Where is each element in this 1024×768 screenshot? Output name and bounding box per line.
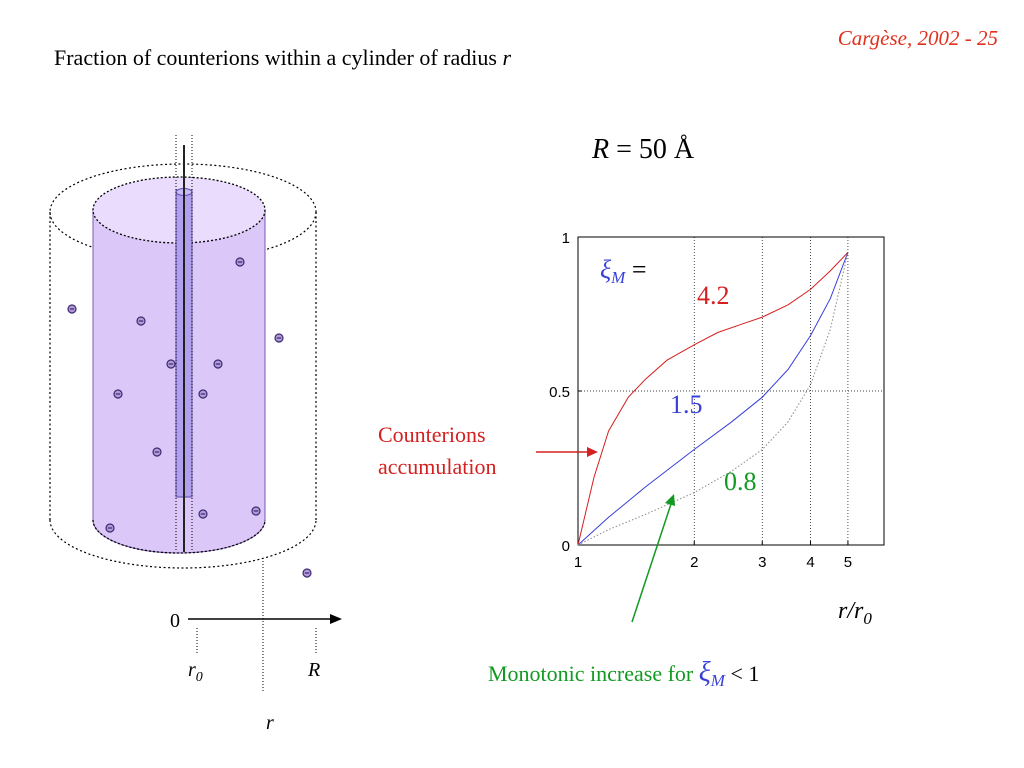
counterion [274, 333, 284, 343]
axis-ticks: 1 2 3 4 5 0 0.5 1 [549, 230, 852, 571]
series-line-4-2 [577, 252, 849, 546]
counterion [198, 509, 208, 519]
monotonic-text: Monotonic increase for [488, 661, 699, 686]
outer-cylinder-bottom [49, 519, 317, 569]
series-label-4-2: 4.2 [697, 281, 730, 310]
monotonic-arrowhead [665, 494, 675, 506]
outer-cylinder-sides [49, 212, 317, 520]
x-axis-label-main: r/r [838, 598, 864, 624]
slide-header: Cargèse, 2002 - 25 [837, 26, 998, 50]
monotonic-sub: M [710, 671, 726, 690]
xi-m-label: ξM = [600, 255, 646, 287]
title-variable: r [502, 45, 512, 70]
x-tick-label: 3 [758, 554, 766, 571]
slide-title: Fraction of counterions within a cylinde… [54, 45, 511, 71]
chart-header-var: R [591, 134, 609, 165]
r0-label: r0 [188, 659, 203, 685]
y-tick-label: 0 [562, 538, 570, 555]
counterion [152, 447, 162, 457]
x-axis-label-sub: 0 [863, 609, 872, 628]
series-line-1-5 [577, 252, 849, 546]
y-tick-label: 1 [562, 230, 570, 247]
monotonic-annotation: Monotonic increase for ξM < 1 [488, 657, 759, 690]
xi-subscript: M [610, 268, 626, 287]
counterion [136, 316, 146, 326]
series-line-0-8 [577, 252, 849, 546]
counterions-arrowhead [587, 447, 598, 457]
monotonic-arrow-line [631, 503, 672, 623]
counterions-annotation-line2: accumulation [378, 454, 497, 479]
R-label: R [307, 659, 320, 681]
x-tick-label: 2 [690, 554, 698, 571]
x-axis-label: r/r0 [838, 598, 872, 628]
counterion [67, 304, 77, 314]
chart-header-rest: = 50 Å [609, 134, 695, 165]
counterion [213, 359, 223, 369]
xi-equals: = [625, 255, 646, 284]
inner-cylinder-bottom-edge [92, 519, 266, 554]
xi-symbol: ξ [600, 255, 612, 284]
y-tick-label: 0.5 [549, 384, 570, 401]
counterion-group [67, 257, 312, 578]
counterion [113, 389, 123, 399]
series-label-1-5: 1.5 [670, 390, 703, 419]
axis-origin-label: 0 [170, 610, 180, 632]
radial-axis-arrowhead [330, 614, 342, 624]
counterion [302, 568, 312, 578]
counterion [166, 359, 176, 369]
x-tick-label: 4 [806, 554, 814, 571]
title-text: Fraction of counterions within a cylinde… [54, 45, 503, 70]
counterion [105, 523, 115, 533]
r0-label-main: r [188, 659, 196, 681]
counterion [251, 506, 261, 516]
grid [578, 237, 884, 545]
x-tick-label: 5 [844, 554, 852, 571]
r0-label-sub: 0 [196, 670, 203, 685]
counterions-annotation-line1: Counterions [378, 422, 486, 447]
r-label: r [266, 712, 274, 734]
monotonic-tail: < 1 [725, 661, 759, 686]
series-group [577, 252, 849, 546]
chart-header-label: R = 50 Å [591, 134, 695, 165]
x-tick-label: 1 [574, 554, 582, 571]
monotonic-xi: ξ [699, 657, 711, 688]
counterion [198, 389, 208, 399]
counterion [235, 257, 245, 267]
series-label-0-8: 0.8 [724, 467, 757, 496]
